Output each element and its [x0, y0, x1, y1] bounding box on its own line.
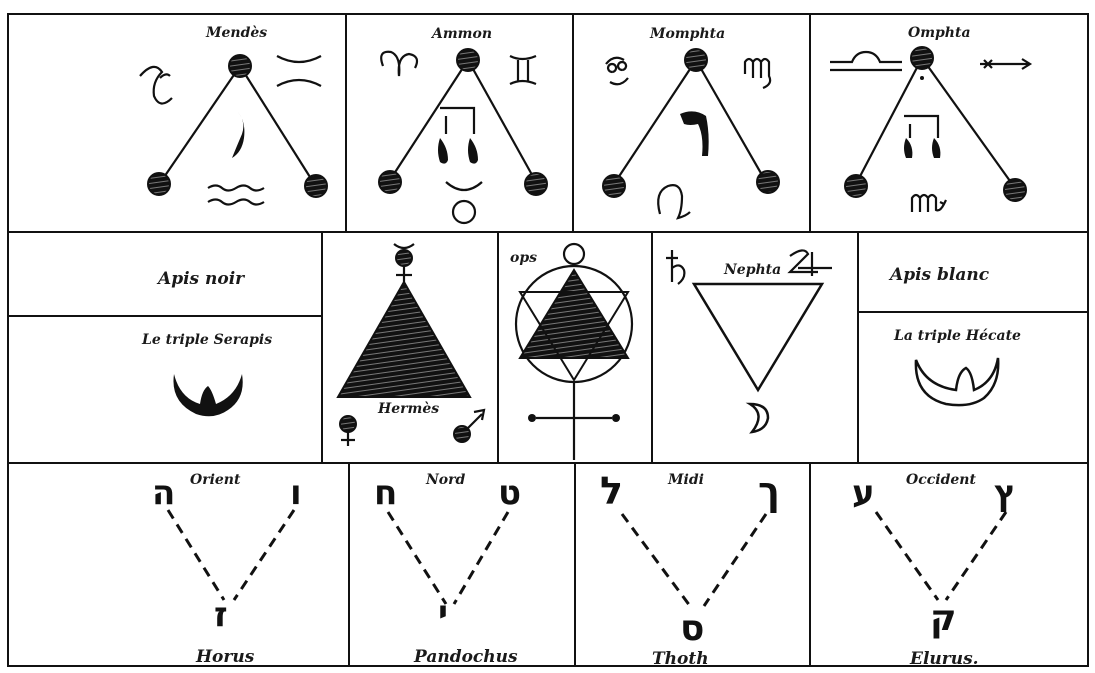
hebrew-letter-right: ך — [758, 469, 780, 513]
hebrew-letter-right: ט — [498, 473, 521, 513]
node-top — [911, 47, 933, 69]
capricorn-icon — [140, 67, 172, 104]
top-panel-omphta: Omphta — [830, 25, 1030, 212]
node-right — [757, 171, 779, 193]
label-pandochus: Pandochus — [413, 647, 518, 667]
vav-letter-icon — [680, 111, 709, 156]
hebrew-letter-bottom: ס — [680, 608, 704, 649]
hebrew-letter-right: ץ — [994, 473, 1016, 513]
hebrew-letter-left: ה — [152, 473, 175, 513]
label-occident: Occident — [906, 472, 976, 488]
node-left — [379, 171, 401, 193]
label-omphta: Omphta — [908, 25, 971, 41]
top-panel-ammon: Ammon — [379, 26, 547, 223]
jupiter-icon — [790, 250, 832, 276]
label-elurus: Elurus. — [909, 649, 979, 669]
mercury-staff-icon — [528, 382, 620, 460]
virgo-icon — [745, 59, 770, 88]
label-triple-serapis: Le triple Serapis — [141, 332, 272, 348]
node-left — [603, 175, 625, 197]
yod-letter-icon — [232, 112, 244, 158]
ops-panel: ops — [510, 244, 632, 460]
saturn-icon — [666, 250, 684, 284]
node-left — [845, 175, 867, 197]
hermes-panel: Hermès — [338, 244, 484, 446]
label-apis-blanc: Apis blanc — [888, 265, 990, 285]
hebrew-letter-left: ל — [600, 469, 623, 513]
hebrew-letter-left: ע — [852, 473, 875, 513]
aries-icon — [381, 52, 417, 76]
label-midi: Midi — [667, 472, 704, 488]
hebrew-letter-left: ח — [374, 473, 397, 513]
node-right — [1004, 179, 1026, 201]
bottom-panel-horus: Orient ה ו ז Horus — [152, 472, 302, 667]
label-apis-noir: Apis noir — [156, 269, 245, 289]
he-letter-icon — [904, 116, 938, 138]
libra-icon — [830, 52, 902, 70]
hebrew-letter-bottom: י — [438, 593, 448, 633]
hexagram-icon — [516, 266, 632, 382]
label-ops: ops — [510, 250, 537, 266]
label-hermes: Hermès — [377, 401, 439, 417]
label-nord: Nord — [425, 472, 466, 488]
label-triple-hecate: La triple Hécate — [893, 328, 1021, 344]
crescent-outline-icon — [916, 358, 998, 405]
taurus-icon — [446, 182, 482, 190]
mars-icon — [454, 410, 484, 442]
label-momphta: Momphta — [649, 26, 725, 42]
bottom-panel-elurus: Occident ע ץ ק Elurus. — [852, 472, 1016, 669]
scorpio-icon — [912, 195, 946, 212]
sagittarius-icon — [980, 59, 1030, 69]
node-top — [457, 49, 479, 71]
hebrew-letter-bottom: ז — [214, 595, 228, 635]
label-nephta: Nephta — [723, 262, 781, 278]
label-mendes: Mendès — [205, 25, 267, 41]
he-letter-icon — [440, 108, 474, 134]
bottom-panel-pandochus: Nord ח ט י Pandochus — [374, 472, 521, 667]
label-horus: Horus — [195, 647, 255, 667]
crescent-dark-icon — [173, 374, 242, 416]
nephta-panel: Nephta — [666, 250, 832, 432]
label-ammon: Ammon — [430, 26, 492, 42]
aquarius-icon — [208, 186, 264, 205]
top-panel-momphta: Momphta — [603, 26, 779, 218]
cancer-icon — [606, 58, 628, 85]
node-right — [525, 173, 547, 195]
leo-icon — [658, 185, 690, 218]
label-thoth: Thoth — [652, 649, 709, 669]
node-top — [229, 55, 251, 77]
node-left — [148, 173, 170, 195]
crescent-moon-icon — [750, 404, 768, 432]
label-orient: Orient — [190, 472, 241, 488]
hebrew-letter-bottom: ק — [930, 598, 957, 639]
top-panel-mendes: Mendès — [140, 25, 327, 205]
gemini-icon — [510, 56, 536, 84]
earth-icon — [340, 416, 356, 446]
node-right — [305, 175, 327, 197]
gemini-variant-icon — [277, 56, 321, 86]
bottom-panel-thoth: Midi ל ך ס Thoth — [600, 469, 780, 669]
hebrew-letter-right: ו — [290, 473, 302, 513]
node-top — [685, 49, 707, 71]
mercury-icon — [394, 244, 414, 282]
